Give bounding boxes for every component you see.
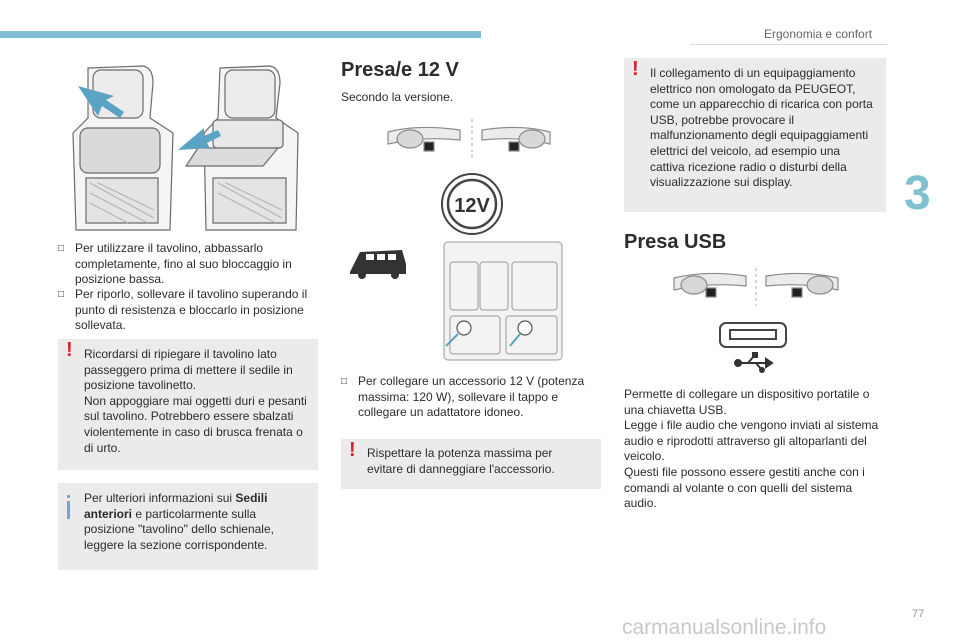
info-box: Per ulteriori informazioni sui Sedili an… bbox=[58, 483, 318, 570]
bullet-mark: □ bbox=[341, 376, 348, 387]
section-title: Ergonomia e confort bbox=[764, 27, 873, 41]
steering-wheel-right-icon bbox=[765, 272, 839, 298]
warning-text: Rispettare la potenza massima per evitar… bbox=[367, 446, 555, 476]
socket-illustration: 12V bbox=[350, 119, 563, 361]
steering-wheel-left-icon bbox=[673, 272, 747, 298]
right-seat-drawing bbox=[184, 65, 299, 231]
warning-box: ! Rispettare la potenza massima per evit… bbox=[341, 439, 601, 489]
rear-seats-drawing bbox=[443, 241, 563, 361]
socket-location-icon bbox=[456, 320, 533, 336]
warning-text: Ricordarsi di ripiegare il tavolino lato… bbox=[84, 347, 307, 455]
usb-symbol-icon bbox=[734, 352, 774, 373]
socket-label: 12V bbox=[454, 195, 490, 217]
usb-description: Permette di collegare un dispositivo por… bbox=[624, 387, 879, 511]
bullet-text: Per utilizzare il tavolino, abbassarlo c… bbox=[75, 241, 292, 287]
info-bold-term: Sedili anteriori bbox=[84, 491, 268, 521]
warning-box: ! Il collegamento di un equipaggiamento … bbox=[624, 58, 886, 212]
van-icon bbox=[350, 250, 406, 279]
section-title-usb: Presa USB bbox=[624, 231, 727, 253]
socket-12v-icon: 12V bbox=[441, 173, 503, 235]
steering-wheel-right-icon bbox=[481, 126, 551, 152]
warning-box: ! Ricordarsi di ripiegare il tavolino la… bbox=[58, 339, 318, 470]
intro-text: Secondo la versione. bbox=[341, 90, 454, 104]
left-seat-drawing bbox=[72, 65, 174, 231]
usb-illustration bbox=[673, 268, 839, 373]
watermark: carmanualsonline.info bbox=[622, 616, 827, 639]
arrow-left-icon bbox=[178, 128, 221, 150]
arrow-down-icon bbox=[78, 86, 124, 118]
bullet-mark: □ bbox=[58, 243, 65, 254]
info-icon bbox=[67, 495, 70, 519]
bullet-text: Per collegare un accessorio 12 V (potenz… bbox=[358, 374, 585, 420]
instruction-bullet: □ Per riporlo, sollevare il tavolino sup… bbox=[58, 287, 320, 334]
warning-icon: ! bbox=[632, 58, 639, 80]
page-number: 77 bbox=[912, 608, 925, 620]
warning-icon: ! bbox=[349, 439, 356, 461]
bullet-text: Per riporlo, sollevare il tavolino super… bbox=[75, 287, 308, 333]
warning-text: Il collegamento di un equipaggiamento el… bbox=[650, 66, 873, 190]
header-accent-bar bbox=[0, 31, 481, 38]
seat-table-illustration bbox=[58, 58, 316, 236]
instruction-bullet: □ Per collegare un accessorio 12 V (pote… bbox=[341, 374, 608, 421]
usb-port-icon bbox=[719, 322, 787, 348]
section-title-12v: Presa/e 12 V bbox=[341, 59, 459, 81]
header-rule bbox=[690, 44, 887, 45]
info-text: Per ulteriori informazioni sui Sedili an… bbox=[84, 491, 274, 552]
instruction-bullet: □ Per utilizzare il tavolino, abbassarlo… bbox=[58, 241, 320, 288]
steering-wheel-left-icon bbox=[387, 126, 461, 152]
warning-icon: ! bbox=[66, 339, 73, 361]
bullet-mark: □ bbox=[58, 289, 65, 300]
chapter-number: 3 bbox=[904, 167, 931, 220]
